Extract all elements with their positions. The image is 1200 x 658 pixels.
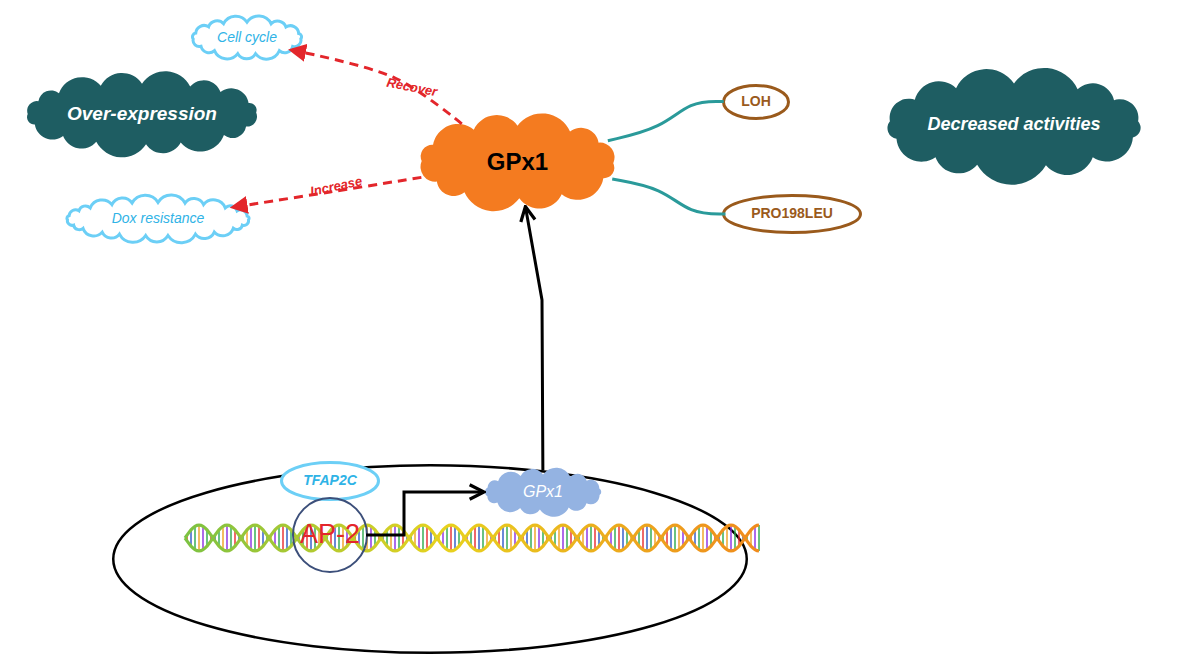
variant-ellipse: PRO198LEU [722, 194, 862, 234]
node-label: PRO198LEU [751, 206, 833, 221]
dna-rung [590, 525, 591, 551]
cloud-outline [27, 71, 257, 157]
node-label: AP-2 [300, 520, 360, 550]
cloud-outline [67, 195, 249, 243]
dna-rung [618, 525, 619, 551]
dna-rung [502, 526, 503, 549]
dna-rung [426, 526, 427, 549]
edge-label: Recover [385, 75, 438, 100]
dna-rung [202, 526, 203, 549]
outcome-cloud: Cell cycle [188, 17, 306, 59]
binding-site-circle: AP-2 [292, 497, 368, 573]
ellipse-outline [724, 196, 861, 233]
node-label: Decreased activities [927, 115, 1100, 135]
dna-rung [754, 526, 755, 549]
association-line [608, 101, 724, 140]
dna-strand [185, 525, 759, 551]
dna-rung [398, 526, 399, 549]
nucleus-ellipse: TFAP2C AP-2 GPx1 [112, 464, 748, 654]
node-label: GPx1 [487, 149, 548, 175]
cloud-outline [421, 113, 615, 211]
dna-rung [474, 526, 475, 549]
dna-rung [534, 525, 535, 551]
variant-ellipse: LOH [722, 84, 790, 120]
dna-rung [230, 526, 231, 549]
dna-rung [282, 525, 283, 551]
dashed-arrow [292, 50, 462, 124]
dna-rung [450, 525, 451, 551]
dna-rung [594, 526, 595, 549]
dna-rung [646, 525, 647, 551]
dna-rung [362, 526, 363, 549]
gene-cloud: GPx1 [480, 469, 606, 515]
cloud-outline [192, 16, 301, 59]
dna-rung [622, 526, 623, 549]
dna-rung [674, 525, 675, 551]
node-label: Over-expression [67, 104, 217, 125]
dna-rung [370, 526, 371, 549]
dna-rung [698, 526, 699, 549]
cloud-outline [485, 468, 601, 517]
ellipse-shape [112, 464, 748, 654]
condition-cloud: Decreased activities [876, 70, 1152, 180]
protein-cloud: GPx1 [410, 114, 625, 210]
dna-rung [250, 526, 251, 549]
dna-rung [422, 525, 423, 551]
dna-rung [614, 526, 615, 549]
ellipse-outline [293, 498, 367, 572]
dna-rung [730, 525, 731, 551]
dna-rung [226, 525, 227, 551]
dna-rung [510, 526, 511, 549]
dna-rung [642, 526, 643, 549]
dna-rung [194, 526, 195, 549]
ellipse-outline [282, 463, 379, 500]
dna-rung [562, 525, 563, 551]
dna-rung [418, 526, 419, 549]
dna-rung [390, 526, 391, 549]
cloud-outline [887, 68, 1140, 185]
dna-rung [566, 526, 567, 549]
association-line [612, 179, 725, 214]
edge-label: Increase [309, 173, 364, 199]
dna-rung [650, 526, 651, 549]
dna-rung [538, 526, 539, 549]
dna-rung [506, 525, 507, 551]
dna-rung [734, 526, 735, 549]
factor-ellipse: TFAP2C [280, 461, 380, 501]
dna-rung [254, 525, 255, 551]
dna-rung [726, 526, 727, 549]
node-label: TFAP2C [303, 473, 357, 488]
dna-rung [394, 525, 395, 551]
dna-rung [258, 526, 259, 549]
dna-rung [670, 526, 671, 549]
ellipse-outline [113, 465, 747, 653]
condition-cloud: Over-expression [18, 74, 266, 154]
dna-rung [286, 526, 287, 549]
dna-rung [558, 526, 559, 549]
node-label: LOH [741, 94, 771, 109]
dna-rung [678, 526, 679, 549]
node-label: GPx1 [523, 483, 563, 501]
dna-rung [222, 526, 223, 549]
dna-rung [454, 526, 455, 549]
dna-rung [758, 525, 759, 551]
dna-rung [278, 526, 279, 549]
dna-rung [586, 526, 587, 549]
dna-rung [446, 526, 447, 549]
node-label: Cell cycle [217, 30, 277, 45]
ellipse-outline [724, 86, 789, 119]
dna-rung [482, 526, 483, 549]
outcome-cloud: Dox resistance [62, 197, 254, 241]
dna-rung [478, 525, 479, 551]
dna-strand [185, 525, 759, 551]
dna-rung [702, 525, 703, 551]
dna-rung [706, 526, 707, 549]
dna-rung [198, 525, 199, 551]
node-label: Dox resistance [112, 211, 205, 226]
dna-rung [530, 526, 531, 549]
expression-arrow [526, 207, 543, 470]
